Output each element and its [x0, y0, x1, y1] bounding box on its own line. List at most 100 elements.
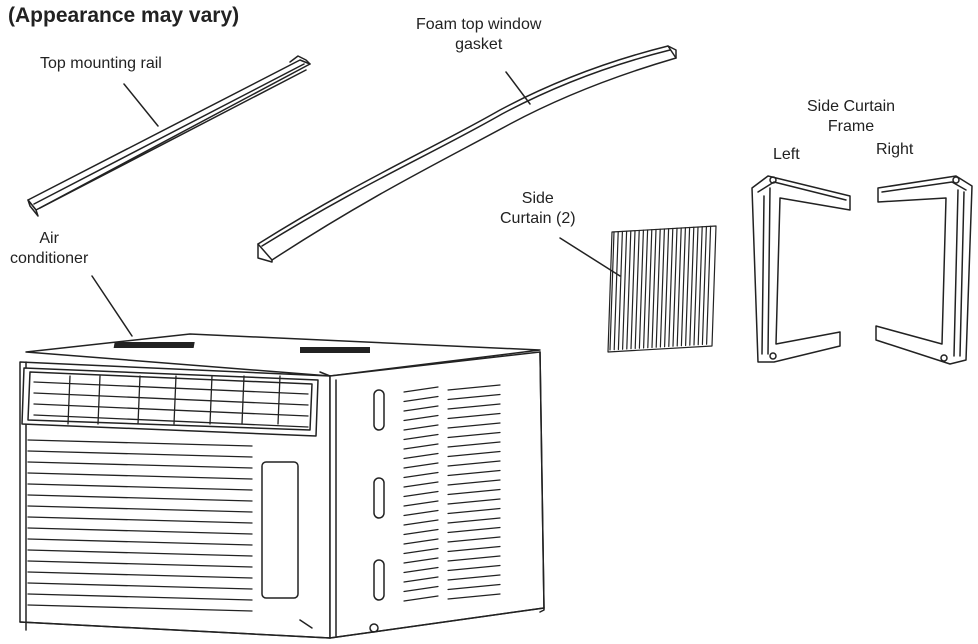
grille-slat	[27, 439, 253, 447]
grille-slat	[27, 483, 253, 491]
side-curtain-leader	[559, 237, 621, 277]
side-vent-slat	[447, 403, 501, 410]
side-vent-slat	[403, 405, 439, 412]
side-vent-slat	[403, 481, 439, 488]
foam-gasket	[257, 45, 677, 263]
side-vent-slat	[403, 519, 439, 526]
label-side-curtain-frame: Side Curtain Frame	[807, 97, 895, 137]
side-vent-slat	[403, 547, 439, 555]
side-vent-slat	[403, 462, 439, 469]
curtain-pleat	[701, 225, 708, 346]
louver-vane	[241, 375, 245, 425]
ac-leader	[91, 275, 133, 337]
curtain-pleat	[617, 230, 624, 351]
curtain-pleat	[630, 230, 636, 350]
label-foam-gasket: Foam top window gasket	[416, 15, 541, 55]
control-louver	[33, 381, 309, 395]
curtain-pleat	[634, 229, 640, 350]
side-vent-slat	[447, 469, 501, 477]
frame-left	[751, 175, 851, 363]
curtain-pleat	[659, 228, 666, 348]
curtain-pleat	[655, 228, 661, 348]
side-vent-slat	[403, 452, 439, 460]
side-curtain	[607, 225, 717, 353]
page-title: (Appearance may vary)	[8, 4, 240, 27]
frame-right	[875, 175, 973, 365]
grille-slat	[27, 549, 253, 557]
label-foam-gasket-line1: Foam top window	[416, 16, 542, 33]
side-vent-slat	[403, 528, 439, 536]
grille-slat	[27, 472, 253, 480]
grille-slat	[27, 461, 253, 469]
side-vent-slat	[403, 424, 439, 431]
curtain-pleat	[621, 230, 628, 350]
side-vent-slat	[403, 509, 439, 517]
grille-slat	[27, 505, 253, 513]
side-vent-slat	[447, 412, 501, 420]
side-vent-slat	[447, 422, 501, 429]
side-vent-slat	[403, 538, 439, 545]
label-foam-gasket-line2: gasket	[455, 36, 503, 53]
side-vent-slat	[403, 443, 439, 450]
side-vent-slat	[403, 595, 439, 602]
grille-slat	[27, 538, 253, 546]
grille-slat	[27, 527, 253, 535]
label-frame-line1: Side Curtain	[807, 98, 896, 115]
grille-slat	[27, 604, 253, 612]
curtain-pleat	[626, 230, 632, 350]
label-ac-line2: conditioner	[10, 250, 89, 267]
label-left: Left	[773, 146, 800, 163]
grille-slat	[27, 560, 253, 568]
side-vent-slat	[447, 460, 501, 467]
side-vent-slat	[403, 490, 439, 498]
side-vent-slat	[447, 431, 501, 439]
louver-vane	[137, 375, 141, 425]
control-louver	[33, 414, 309, 428]
side-vent-slat	[447, 574, 501, 581]
grille-slat	[27, 582, 253, 590]
side-vent-slat	[403, 471, 439, 479]
curtain-pleat	[705, 225, 712, 345]
curtain-pleat	[647, 229, 653, 349]
curtain-pleat	[663, 228, 670, 348]
side-vent-slat	[403, 414, 439, 422]
side-vent-slat	[447, 441, 501, 448]
grille-slat	[27, 571, 253, 579]
curtain-pleat	[689, 226, 695, 346]
side-vent-slat	[403, 585, 439, 593]
curtain-pleat	[684, 226, 691, 347]
louver-vane	[97, 375, 101, 425]
side-vent-slat	[447, 583, 501, 591]
curtain-pleat	[676, 227, 682, 347]
side-vent-slat	[403, 386, 439, 393]
curtain-pleat	[613, 231, 619, 351]
side-vent-slat	[447, 545, 501, 553]
louver-vane	[67, 375, 71, 425]
grille-slat	[27, 593, 253, 601]
louver-vane	[277, 375, 281, 425]
label-air-conditioner: Air conditioner	[10, 229, 88, 269]
top-rail-leader	[123, 83, 159, 127]
side-vent-slat	[403, 433, 439, 441]
side-vent-slat	[447, 384, 501, 391]
curtain-pleat	[672, 227, 678, 347]
label-right: Right	[876, 141, 914, 158]
label-top-mounting-rail: Top mounting rail	[40, 55, 162, 72]
curtain-pleat	[668, 227, 674, 348]
curtain-pleat	[697, 226, 703, 346]
label-ac-line1: Air	[39, 230, 59, 247]
side-vent-slat	[403, 557, 439, 564]
label-side-curtain-line1: Side	[521, 190, 554, 207]
grille-slat	[27, 516, 253, 524]
side-vent-slat	[447, 593, 501, 600]
side-vent-slat	[447, 526, 501, 534]
side-vent-slat	[447, 450, 501, 458]
side-vent-slat	[447, 488, 501, 496]
control-louver	[33, 392, 309, 406]
side-vent-slat	[447, 498, 501, 505]
side-vent-slat	[447, 564, 501, 572]
top-mounting-rail	[27, 55, 311, 217]
louver-vane	[173, 375, 177, 425]
